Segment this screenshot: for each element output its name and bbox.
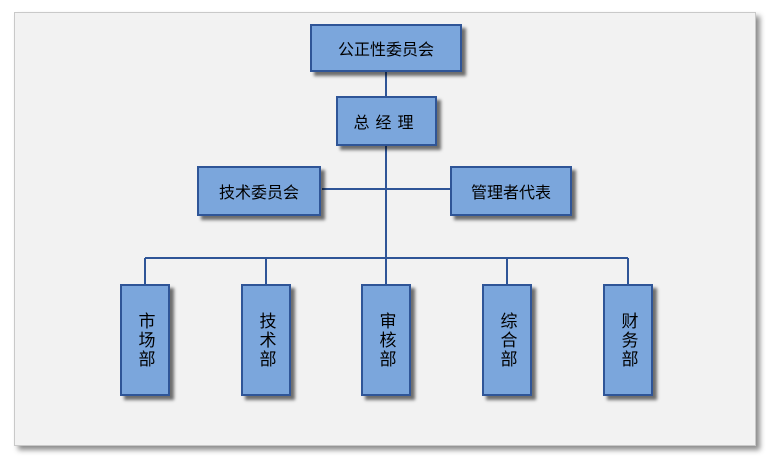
node-fairness-committee: 公正性委员会 xyxy=(310,24,462,72)
node-dept-audit: 审核部 xyxy=(361,284,411,396)
node-dept-general: 综合部 xyxy=(482,284,532,396)
node-dept-market: 市场部 xyxy=(120,284,170,396)
node-dept-technical: 技术部 xyxy=(241,284,291,396)
node-technical-committee: 技术委员会 xyxy=(197,166,321,216)
node-management-representative: 管理者代表 xyxy=(450,166,572,216)
node-dept-finance: 财务部 xyxy=(603,284,653,396)
node-general-manager: 总经理 xyxy=(336,96,437,146)
